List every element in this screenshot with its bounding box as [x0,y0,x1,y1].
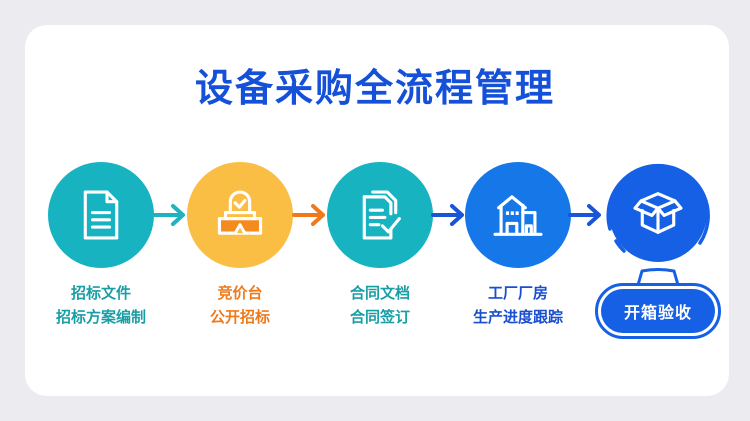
arrow-right-icon [431,204,464,226]
page-title: 设备采购全流程管理 [194,66,555,110]
open-box-icon [633,192,683,234]
document-icon [83,190,119,240]
arrow-right-icon [568,204,601,226]
step-4-subtitle: 生产进度跟踪 [472,308,563,326]
step-4-label: 工厂厂房 生产进度跟踪 [443,281,593,329]
step-4-circle [465,162,571,268]
step-1-label: 招标文件 招标方案编制 [26,281,176,329]
factory-building-icon [493,195,543,236]
step-1-subtitle: 招标方案编制 [55,308,146,326]
step-3-title: 合同文档 [349,284,410,302]
step-2-title: 竞价台 [217,284,263,302]
step-2-label: 竞价台 公开招标 [165,281,315,329]
pedestal-connector [636,268,680,286]
step-1-circle [48,162,154,268]
contract-check-icon [362,190,401,240]
step-2-subtitle: 公开招标 [209,308,270,326]
arrow-right-icon [292,204,325,226]
step-2-circle [187,162,293,268]
step-4-title: 工厂厂房 [487,284,548,302]
final-step-circle [609,164,707,262]
step-1-title: 招标文件 [70,284,131,302]
step-3-circle [327,162,433,268]
acceptance-label: 开箱验收 [601,289,715,333]
arrow-right-icon [152,204,185,226]
acceptance-badge: 开箱验收 [595,283,721,339]
bidding-podium-icon [217,190,263,235]
step-3-subtitle: 合同签订 [349,308,410,326]
step-3-label: 合同文档 合同签订 [305,281,455,329]
